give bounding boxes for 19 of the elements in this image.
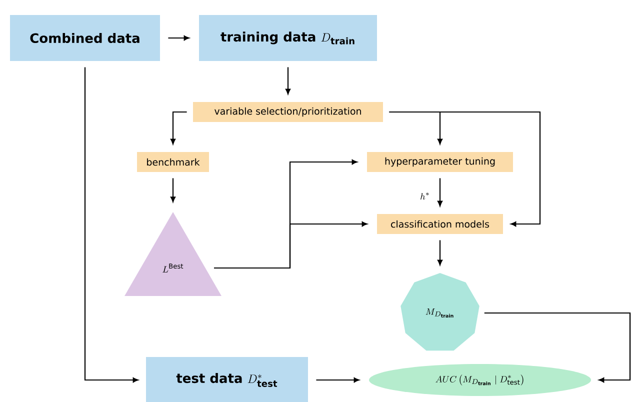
arrow	[170, 178, 176, 202]
edge-label: $h^{*}$	[419, 191, 431, 201]
data-box: Combined data	[10, 15, 160, 61]
arrow	[168, 35, 190, 41]
process-box: hyperparameter tuning	[367, 152, 513, 172]
arrow	[389, 111, 541, 227]
arrow	[285, 67, 291, 94]
arrow	[316, 377, 360, 383]
data-box: $\text{test data }D^{*}_{\textbf{test}}$	[146, 357, 308, 402]
arrow	[84, 67, 138, 383]
arrow	[484, 312, 631, 383]
arrow	[437, 240, 443, 266]
process-box: variable selection/prioritization	[193, 102, 383, 122]
process-box: classification models	[377, 214, 503, 234]
arrow	[214, 221, 368, 269]
process-box: benchmark	[137, 152, 209, 172]
arrow	[170, 111, 187, 144]
data-box: $\text{training data }D_{\textbf{train}}$	[199, 15, 377, 61]
arrow	[437, 178, 443, 206]
